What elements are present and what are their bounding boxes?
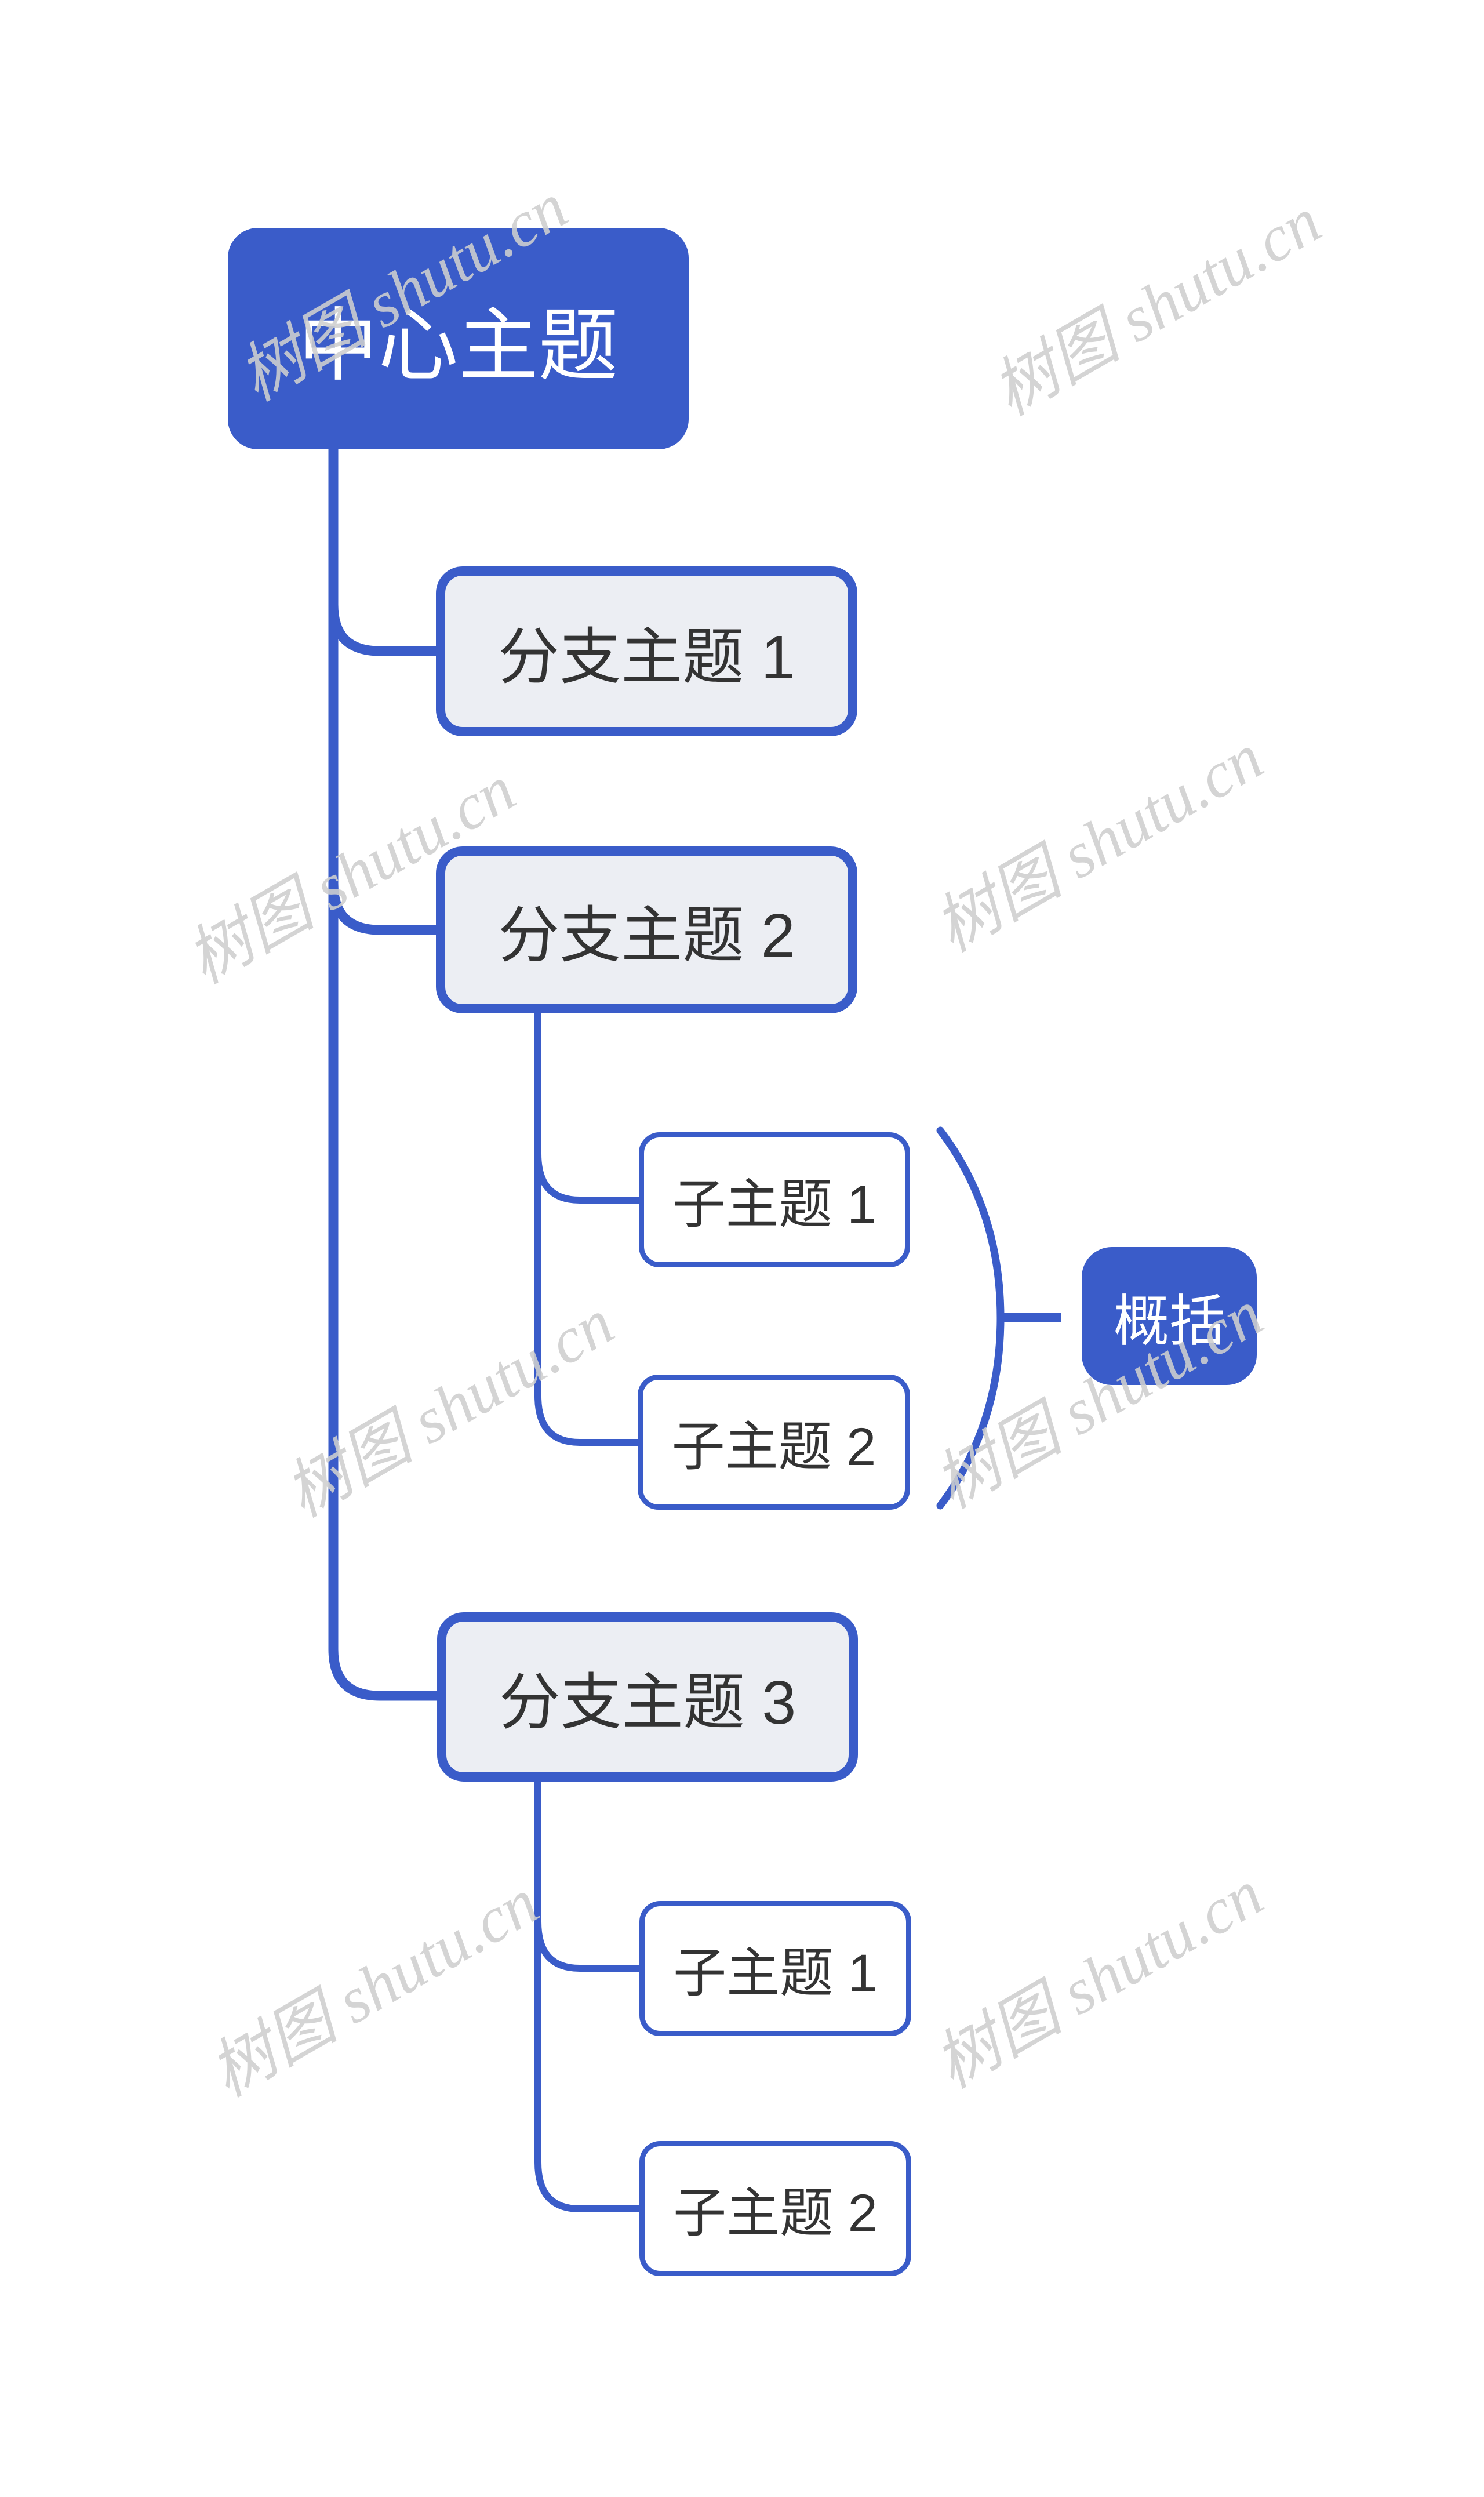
branch2-sub-topic-1-node[interactable]: 子主题 1: [639, 1132, 910, 1267]
summary-brace-arc: [936, 1126, 1005, 1510]
branch3-subtree-connector: [534, 1782, 643, 2212]
branch3-sub1-connector: [534, 1921, 643, 1972]
branch2-connector: [328, 883, 439, 935]
branch2-subtree-connector: [534, 1013, 642, 1446]
branch-topic-3-node[interactable]: 分支主题 3: [437, 1612, 858, 1782]
central-topic-node[interactable]: 中心主题: [228, 228, 689, 449]
branch-topic-1-node[interactable]: 分支主题 1: [436, 566, 857, 736]
branch2-sub-topic-2-node[interactable]: 子主题 2: [638, 1375, 910, 1510]
summary-node[interactable]: 概括: [1082, 1247, 1257, 1385]
branch3-sub-topic-1-node[interactable]: 子主题 1: [639, 1901, 911, 2036]
branch1-connector: [328, 604, 439, 656]
branch-topic-2-node[interactable]: 分支主题 2: [436, 846, 857, 1013]
branch3-sub-topic-2-node[interactable]: 子主题 2: [639, 2141, 911, 2276]
branch2-sub1-connector: [534, 1153, 642, 1204]
trunk-connector: [328, 446, 441, 1701]
